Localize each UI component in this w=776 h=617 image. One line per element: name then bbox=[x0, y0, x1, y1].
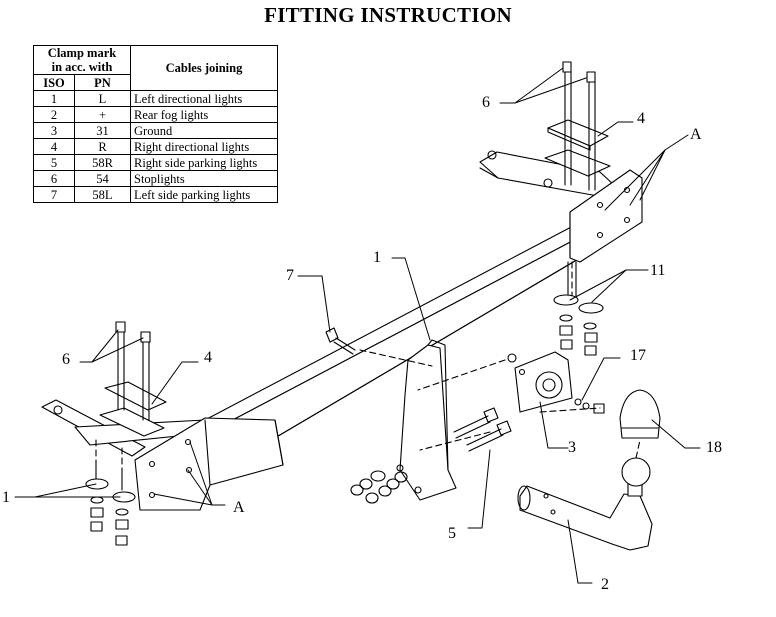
hitch-plate bbox=[396, 339, 457, 501]
label-2: 2 bbox=[601, 576, 609, 593]
label-a-top: A bbox=[690, 126, 702, 143]
bolt-7 bbox=[325, 327, 356, 355]
tow-ball-arm bbox=[517, 457, 653, 551]
label-4-left: 4 bbox=[204, 349, 212, 366]
socket-mounting-flange bbox=[507, 351, 573, 413]
nuts-and-washers bbox=[350, 398, 605, 504]
label-18: 18 bbox=[706, 439, 722, 456]
description-cell: Right side parking lights bbox=[130, 154, 278, 171]
cable-joining-table: Clamp mark in acc. with Cables joining I… bbox=[33, 45, 278, 203]
label-17: 17 bbox=[630, 347, 646, 364]
label-7: 7 bbox=[286, 267, 294, 284]
description-cell: Stoplights bbox=[130, 170, 278, 187]
description-cell: Ground bbox=[130, 122, 278, 139]
callout-labels: 6 4 A 11 7 1 6 4 17 3 18 1 A 5 2 bbox=[2, 94, 722, 593]
label-6-left: 6 bbox=[62, 351, 70, 368]
label-1-left: 1 bbox=[2, 489, 10, 506]
right-mounting-bracket bbox=[479, 61, 643, 356]
assembly-lines bbox=[95, 261, 641, 471]
ball-cover bbox=[619, 389, 661, 439]
clamp-mark-header-line1: Clamp mark bbox=[47, 46, 117, 60]
iso-cell: 7 bbox=[33, 186, 75, 203]
leader-lines bbox=[14, 67, 701, 584]
description-cell: Left side parking lights bbox=[130, 186, 278, 203]
cables-joining-header: Cables joining bbox=[130, 45, 278, 91]
label-4-top: 4 bbox=[637, 110, 645, 127]
pn-cell: 54 bbox=[74, 170, 131, 187]
left-mounting-bracket bbox=[41, 321, 284, 546]
clamp-mark-header-line2: in acc. with bbox=[51, 60, 113, 74]
label-6-top: 6 bbox=[482, 94, 490, 111]
pn-header: PN bbox=[74, 74, 131, 91]
pn-cell: 58L bbox=[74, 186, 131, 203]
label-1-beam: 1 bbox=[373, 249, 381, 266]
label-5: 5 bbox=[448, 525, 456, 542]
bolts-5 bbox=[453, 407, 512, 452]
label-11: 11 bbox=[650, 262, 665, 279]
page-title: FITTING INSTRUCTION bbox=[264, 3, 512, 27]
description-cell: Right directional lights bbox=[130, 138, 278, 155]
clamp-mark-header: Clamp mark in acc. with bbox=[33, 45, 131, 75]
label-3: 3 bbox=[568, 439, 576, 456]
label-a-bottom: A bbox=[233, 499, 245, 516]
pn-cell: 31 bbox=[74, 122, 131, 139]
